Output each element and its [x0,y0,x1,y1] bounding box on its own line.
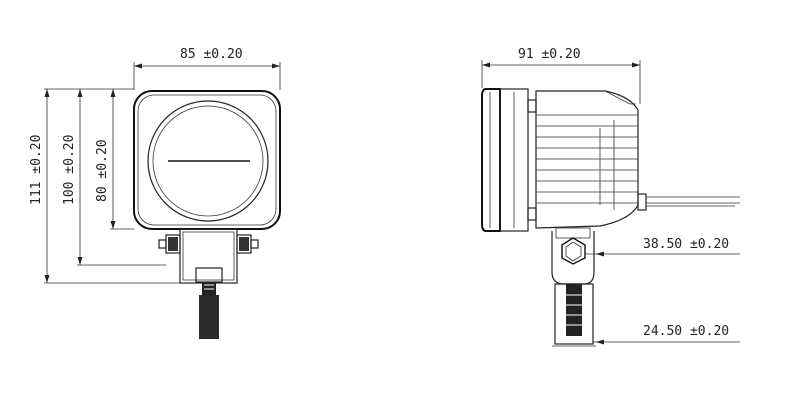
dim-80-label: 80 ±0.20 [95,139,110,202]
side-bracket [551,227,595,345]
side-body [535,90,639,229]
dim-111-label: 111 ±0.20 [29,135,44,205]
side-fins [536,114,638,210]
front-lens-inner [152,105,264,217]
front-lens-outer [147,100,269,222]
dim-24-50-label: 24.50 ±0.20 [643,324,729,339]
dim-80 [110,89,134,230]
dim-85 [133,62,281,90]
front-housing [133,90,281,230]
front-view: 85 ±0.20 111 ±0.20 100 ±0.20 80 ±0.20 [29,47,281,339]
dim-85-label: 85 ±0.20 [180,47,243,62]
front-housing-inner [137,94,277,226]
side-lens-face [481,88,501,232]
dim-38-50-label: 38.50 ±0.20 [643,237,729,252]
dim-91 [481,60,641,104]
dim-111 [44,88,180,284]
dim-91-label: 91 ±0.20 [518,47,581,62]
side-view: 91 ±0.20 38.50 ±0.20 24.50 ±0.20 [481,47,740,347]
dim-38-50 [585,251,740,257]
side-cable [637,193,740,211]
dim-24-50 [552,339,740,347]
side-bezel [499,88,529,232]
dim-100 [77,89,166,266]
front-bracket [158,228,259,339]
dim-100-label: 100 ±0.20 [62,135,77,205]
